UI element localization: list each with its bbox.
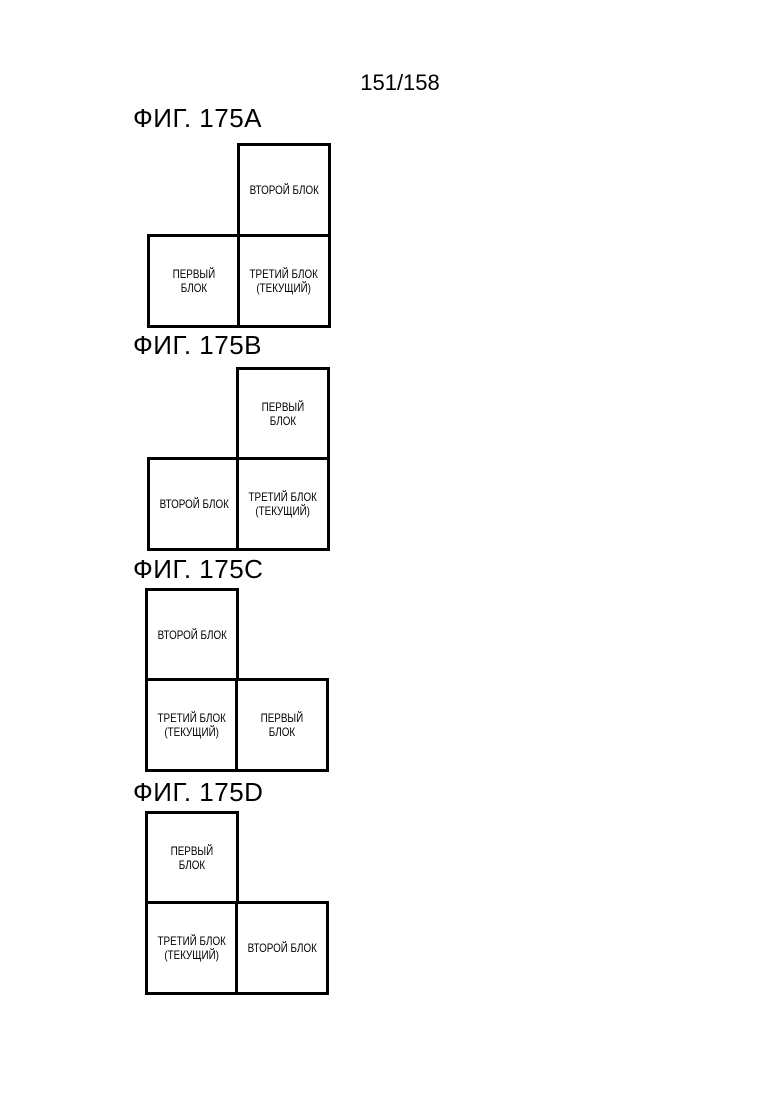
block-label: ТРЕТИЙ БЛОК (ТЕКУЩИЙ) bbox=[158, 934, 226, 962]
block-top: ПЕРВЫЙ БЛОК bbox=[145, 811, 239, 905]
block-top: ВТОРОЙ БЛОК bbox=[145, 588, 239, 682]
block-bottom-right: ТРЕТИЙ БЛОК (ТЕКУЩИЙ) bbox=[237, 234, 331, 328]
figure-title: ФИГ. 175A bbox=[133, 103, 262, 134]
block-label: ВТОРОЙ БЛОК bbox=[157, 628, 226, 642]
page-number: 151/158 bbox=[330, 70, 470, 96]
block-label: ТРЕТИЙ БЛОК (ТЕКУЩИЙ) bbox=[158, 711, 226, 739]
block-label: ПЕРВЫЙ БЛОК bbox=[261, 711, 304, 739]
figure-title: ФИГ. 175C bbox=[133, 554, 263, 585]
figure-title: ФИГ. 175D bbox=[133, 777, 263, 808]
block-label: ВТОРОЙ БЛОК bbox=[247, 941, 316, 955]
block-bottom-right: ВТОРОЙ БЛОК bbox=[235, 901, 329, 995]
block-top: ВТОРОЙ БЛОК bbox=[237, 143, 331, 237]
block-bottom-right: ТРЕТИЙ БЛОК (ТЕКУЩИЙ) bbox=[236, 457, 330, 551]
block-top: ПЕРВЫЙ БЛОК bbox=[236, 367, 330, 461]
block-label: ТРЕТИЙ БЛОК (ТЕКУЩИЙ) bbox=[249, 490, 317, 518]
block-label: ПЕРВЫЙ БЛОК bbox=[173, 267, 216, 295]
figure-title: ФИГ. 175B bbox=[133, 330, 262, 361]
block-bottom-left: ВТОРОЙ БЛОК bbox=[147, 457, 241, 551]
block-label: ВТОРОЙ БЛОК bbox=[249, 183, 318, 197]
block-bottom-right: ПЕРВЫЙ БЛОК bbox=[235, 678, 329, 772]
block-bottom-left: ПЕРВЫЙ БЛОК bbox=[147, 234, 241, 328]
block-label: ВТОРОЙ БЛОК bbox=[159, 497, 228, 511]
block-label: ТРЕТИЙ БЛОК (ТЕКУЩИЙ) bbox=[250, 267, 318, 295]
block-label: ПЕРВЫЙ БЛОК bbox=[262, 400, 305, 428]
block-bottom-left: ТРЕТИЙ БЛОК (ТЕКУЩИЙ) bbox=[145, 901, 239, 995]
block-label: ПЕРВЫЙ БЛОК bbox=[171, 844, 214, 872]
block-bottom-left: ТРЕТИЙ БЛОК (ТЕКУЩИЙ) bbox=[145, 678, 239, 772]
